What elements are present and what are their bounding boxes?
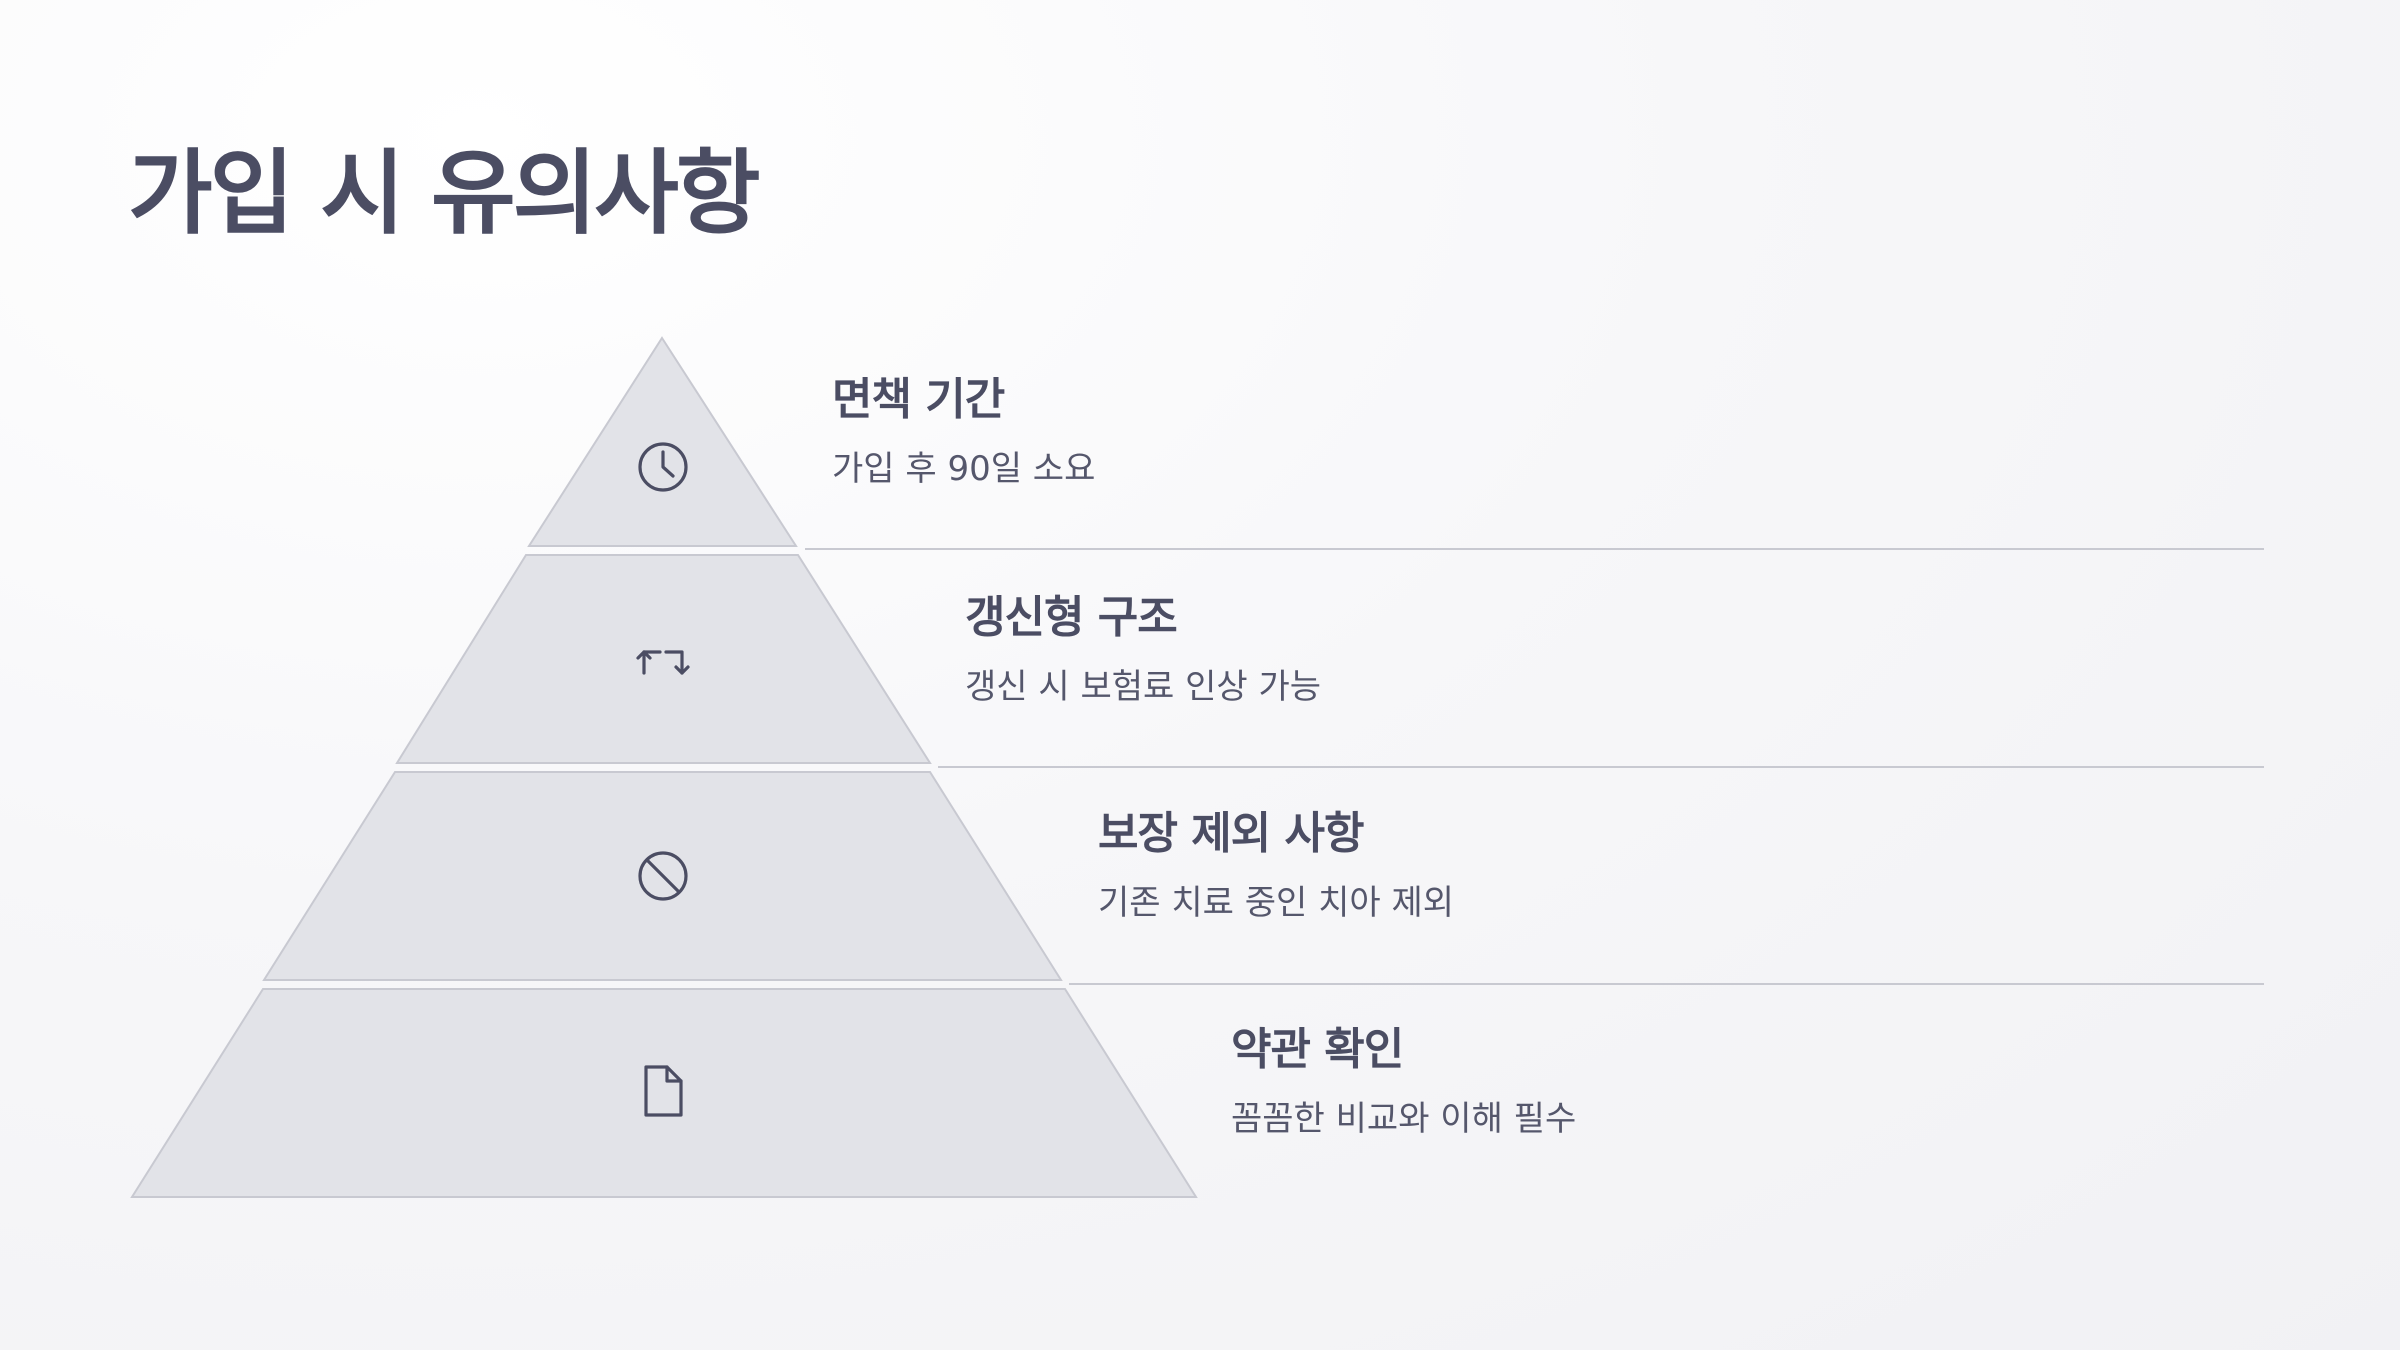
tier-heading: 약관 확인: [1231, 1024, 1404, 1075]
tier-text-2: 갱신형 구조 갱신 시 보험료 인상 가능: [965, 592, 1322, 707]
page-title: 가입 시 유의사항: [128, 140, 761, 247]
tier-heading: 보장 제외 사항: [1098, 808, 1365, 859]
clock-icon: [638, 442, 688, 492]
tier-text-3: 보장 제외 사항 기존 치료 중인 치아 제외: [1098, 808, 1455, 923]
renew-arrows-icon: [636, 650, 690, 675]
tier-heading: 면책 기간: [832, 374, 1005, 425]
tier-description: 기존 치료 중인 치아 제외: [1098, 883, 1455, 923]
tier-heading: 갱신형 구조: [965, 592, 1178, 643]
pyramid-tier-3: [262, 771, 2264, 985]
pyramid-tier-4: [130, 988, 1198, 1198]
tier-text-1: 면책 기간 가입 후 90일 소요: [832, 374, 1096, 489]
tier-description: 꼼꼼한 비교와 이해 필수: [1231, 1099, 1577, 1139]
ban-icon: [638, 851, 688, 901]
document-icon: [644, 1065, 683, 1117]
tier-description: 갱신 시 보험료 인상 가능: [965, 667, 1322, 707]
pyramid-tier-2: [395, 554, 2264, 768]
tier-text-4: 약관 확인 꼼꼼한 비교와 이해 필수: [1231, 1024, 1577, 1139]
tier-description: 가입 후 90일 소요: [832, 449, 1096, 489]
pyramid-tier-1: [527, 336, 2264, 550]
